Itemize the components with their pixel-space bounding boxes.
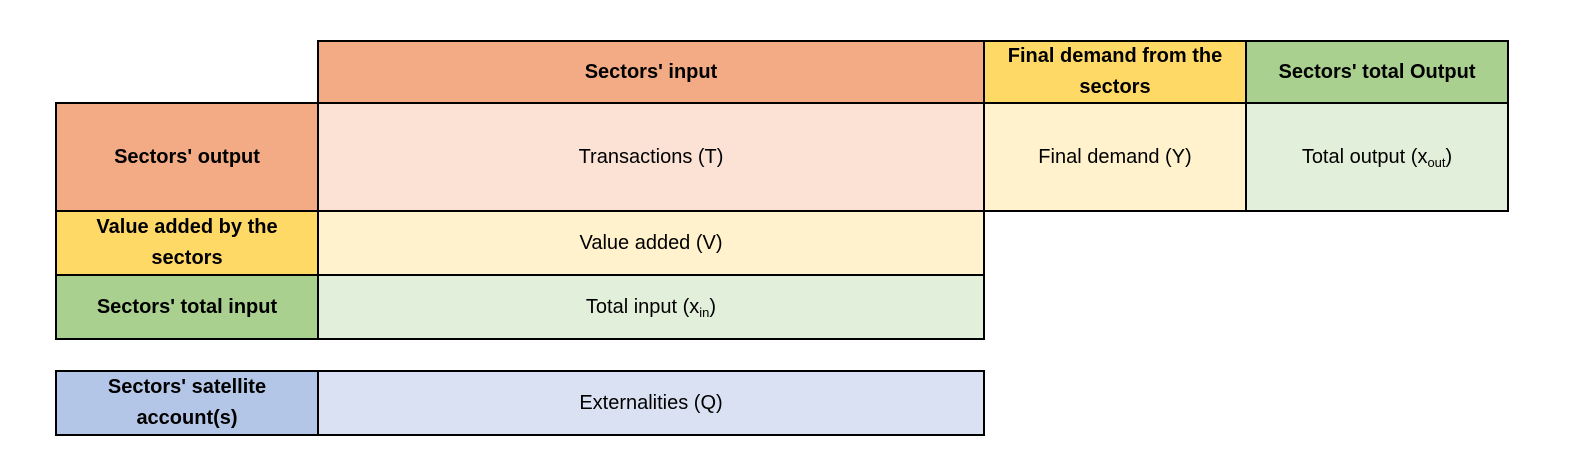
- header-sectors-input: Sectors' input: [317, 40, 985, 104]
- total-input-prefix: Total input (x: [585, 295, 700, 318]
- header-final-demand-label: Final demand from the sectors: [1007, 45, 1223, 98]
- cell-final-demand: Final demand (Y): [983, 102, 1247, 212]
- header-total-output: Sectors' total Output: [1245, 40, 1509, 104]
- header-sectors-input-label: Sectors' input: [584, 60, 718, 83]
- row-header-sectors-output: Sectors' output: [55, 102, 319, 212]
- cell-total-input-label: Total input (xin): [586, 292, 716, 323]
- cell-total-output-label: Total output (xout): [1302, 142, 1452, 173]
- row-header-value-added: Value added by the sectors: [55, 210, 319, 276]
- cell-transactions-label: Transactions (T): [578, 145, 724, 168]
- cell-externalities-label: Externalities (Q): [579, 391, 723, 414]
- row-header-satellite-accounts-label: Sectors' satellite account(s): [107, 376, 267, 429]
- cell-externalities: Externalities (Q): [317, 370, 985, 436]
- row-header-sectors-output-label: Sectors' output: [114, 145, 260, 168]
- cell-value-added-label: Value added (V): [579, 231, 723, 254]
- total-output-subscript: out: [1427, 154, 1446, 170]
- total-input-suffix: ): [709, 295, 717, 318]
- header-final-demand: Final demand from the sectors: [983, 40, 1247, 104]
- row-header-total-input: Sectors' total input: [55, 274, 319, 340]
- row-header-satellite-accounts: Sectors' satellite account(s): [55, 370, 319, 436]
- cell-total-output: Total output (xout): [1245, 102, 1509, 212]
- row-header-value-added-label: Value added by the sectors: [96, 216, 278, 269]
- total-output-suffix: ): [1445, 145, 1453, 168]
- cell-final-demand-label: Final demand (Y): [1038, 145, 1192, 168]
- row-header-total-input-label: Sectors' total input: [96, 295, 278, 318]
- header-total-output-label: Sectors' total Output: [1278, 60, 1476, 83]
- cell-value-added: Value added (V): [317, 210, 985, 276]
- total-input-subscript: in: [699, 304, 710, 320]
- cell-total-input: Total input (xin): [317, 274, 985, 340]
- total-output-prefix: Total output (x: [1301, 145, 1428, 168]
- cell-transactions: Transactions (T): [317, 102, 985, 212]
